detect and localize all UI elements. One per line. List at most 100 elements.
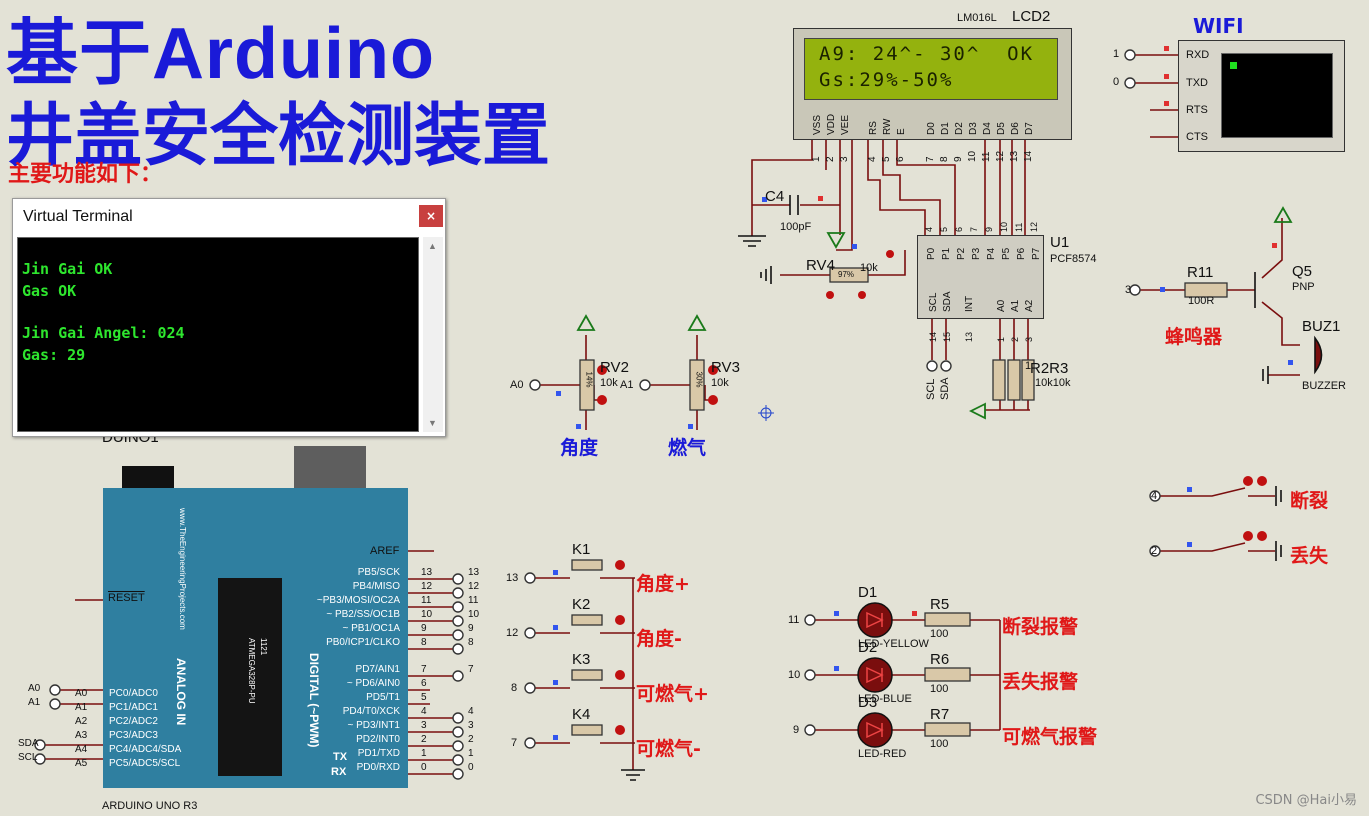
led-d1-terminal: 11	[788, 614, 800, 626]
lcd-pin-number: 8	[939, 156, 950, 162]
lcd-pin-number: 14	[1023, 150, 1034, 162]
wifi-module[interactable]: RXD TXD RTS CTS	[1178, 40, 1345, 152]
virtual-terminal-window[interactable]: Virtual Terminal × Jin Gai OK Gas OK Jin…	[12, 198, 446, 437]
arduino-analog-pin-label: PC1/ADC1	[109, 702, 158, 713]
arduino-digital-net-label: 4	[468, 706, 474, 717]
lcd-pin-d7: D7	[1024, 122, 1035, 135]
pcf-pin-p7: P7	[1031, 247, 1042, 260]
arduino-aref-label: AREF	[370, 545, 400, 557]
terminal-screen[interactable]: Jin Gai OK Gas OK Jin Gai Angel: 024 Gas…	[17, 237, 419, 432]
arduino-analog-net-label: SDA	[18, 738, 39, 749]
terminal-titlebar[interactable]: Virtual Terminal ×	[13, 199, 445, 235]
terminal-line-4: Jin Gai Angel: 024	[22, 324, 185, 342]
rv3-percent: 30%	[694, 371, 704, 388]
pcf-bus-sda: SDA	[939, 377, 951, 400]
lcd-pin-d6: D6	[1010, 122, 1021, 135]
lcd-pin-d2: D2	[954, 122, 965, 135]
terminal-line-2: Gas OK	[22, 282, 77, 300]
pcf-pin-a2: A2	[1024, 299, 1035, 312]
lcd-model: LM016L	[957, 12, 997, 24]
close-button[interactable]: ×	[419, 205, 443, 227]
led-d1-type: LED-YELLOW	[858, 638, 929, 650]
pcf-pin-p0: P0	[926, 247, 937, 260]
wifi-screen	[1221, 53, 1333, 138]
c4-value: 100pF	[780, 221, 812, 233]
arduino-digital-net-label: 0	[468, 762, 474, 773]
terminal-title: Virtual Terminal	[23, 208, 133, 225]
arduino-analog-pin-label: PC4/ADC4/SDA	[109, 744, 182, 755]
q5-type: PNP	[1292, 281, 1315, 293]
lcd-pin-rw: RW	[882, 118, 893, 135]
led-r5-value: 100	[930, 628, 949, 640]
buzzer-caption: 蜂鸣器	[1165, 326, 1223, 348]
scroll-down-icon[interactable]: ▼	[428, 418, 437, 428]
watermark: CSDN @Hai小易	[1255, 793, 1357, 808]
arduino-digital-pin-label: PB4/MISO	[352, 581, 400, 592]
pcf-pin-number: 9	[984, 226, 994, 232]
arduino-digital-net-label: 11	[468, 595, 479, 606]
button-k1-caption: 角度+	[636, 573, 690, 595]
arduino-analog-pin-number: A3	[75, 730, 88, 741]
rv4-name: RV4	[806, 257, 835, 274]
arduino-digital-net-label: 3	[468, 720, 474, 731]
lcd-pin-number: 3	[839, 156, 850, 162]
led-d2-caption: 丢失报警	[1002, 671, 1079, 693]
pcf-pin-number: 14	[928, 331, 938, 342]
button-k2-name[interactable]: K2	[572, 596, 591, 613]
r2r3-names: R2R3	[1030, 360, 1069, 377]
arduino-analog-pin-label: PC2/ADC2	[109, 716, 158, 727]
arduino-digital-pin-number: 12	[421, 581, 433, 592]
arduino-reset-label: RESET	[108, 592, 145, 604]
arduino-digital-pin-label: PD5/T1	[366, 692, 400, 703]
arduino-analog-pin-number: A4	[75, 744, 88, 755]
arduino-digital-pin-label: PB5/SCK	[357, 567, 400, 578]
arduino-digital-net-label: 1	[468, 748, 474, 759]
pcf-pin-number: 1	[996, 336, 1006, 342]
arduino-digital-net-label: 7	[468, 664, 474, 675]
lcd-pin-number: 5	[881, 156, 892, 162]
r2r3-values: 10k10k	[1035, 377, 1071, 389]
page-title-line1: 基于Arduino	[6, 14, 435, 94]
lcd-pin-vss: VSS	[812, 114, 823, 135]
wifi-pin-rts: RTS	[1186, 104, 1208, 116]
r1-label: 1	[1025, 360, 1032, 372]
switch-break-caption[interactable]: 断裂	[1290, 490, 1329, 512]
button-k1-name[interactable]: K1	[572, 541, 591, 558]
lcd-pin-d5: D5	[996, 122, 1007, 135]
pcf-pin-p6: P6	[1016, 247, 1027, 260]
pcf-pin-a1: A1	[1010, 299, 1021, 312]
arduino-url: www.TheEngineeringProjects.com	[178, 508, 187, 630]
q5-name: Q5	[1292, 263, 1313, 280]
switch-lost-caption[interactable]: 丢失	[1290, 545, 1329, 567]
wifi-status-dot	[1230, 62, 1237, 69]
chip-code: 1121	[259, 638, 268, 656]
button-k4-caption: 可燃气-	[636, 738, 701, 760]
arduino-digital-pin-number: 0	[421, 762, 427, 773]
button-k2-caption: 角度-	[636, 628, 682, 650]
button-k4-name[interactable]: K4	[572, 706, 591, 723]
arduino-digital-net-label: 2	[468, 734, 474, 745]
scroll-up-icon[interactable]: ▲	[428, 241, 437, 251]
r11-terminal: 3	[1125, 284, 1132, 296]
lcd-pin-number: 1	[811, 156, 822, 162]
led-r5-name: R5	[930, 596, 950, 613]
rv4-percent: 97%	[838, 270, 855, 279]
arduino-digital-net-label: 9	[468, 623, 474, 634]
page-title-line2: 井盖安全检测装置	[6, 97, 551, 176]
pcf-pin-number: 15	[942, 331, 952, 342]
terminal-scrollbar[interactable]: ▲ ▼	[423, 237, 443, 432]
arduino-digital-pin-number: 2	[421, 734, 427, 745]
pcf-pin-number: 2	[1010, 336, 1020, 342]
pcf-pin-a0: A0	[996, 299, 1007, 312]
pcf-pin-number: 11	[1014, 222, 1024, 232]
lcd-pin-rs: RS	[868, 121, 879, 135]
pcf-pin-number: 7	[969, 226, 979, 232]
button-k3-name[interactable]: K3	[572, 651, 591, 668]
arduino-tx-label: TX	[333, 751, 348, 763]
pcf-pin-number: 3	[1024, 336, 1034, 342]
arduino-digital-net-label: 10	[468, 609, 480, 620]
arduino-analog-pin-number: A1	[75, 702, 88, 713]
